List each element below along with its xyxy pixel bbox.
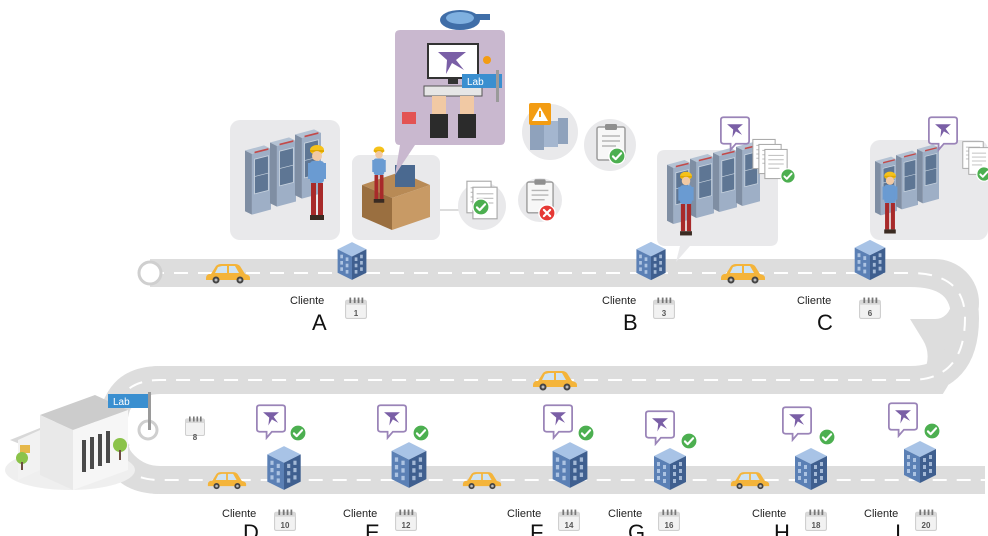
client-day: 6: [868, 309, 873, 318]
client-h-stop: Cliente H 18: [752, 406, 836, 536]
client-letter: H: [774, 520, 790, 536]
check-icon: [780, 168, 796, 184]
client-letter: I: [895, 520, 901, 536]
office-building-icon: [337, 242, 367, 280]
computer-lab-tag-label: Lab: [467, 77, 484, 88]
client-b-scene: [657, 116, 796, 262]
client-day: 12: [402, 521, 411, 530]
bird-logo-icon: [888, 402, 918, 437]
client-c-scene: [870, 116, 988, 240]
client-letter: C: [817, 310, 833, 335]
lab-tag-label: Lab: [113, 397, 130, 408]
client-letter: G: [628, 520, 645, 536]
client-letter: F: [530, 520, 543, 536]
client-b-stop: Cliente B 3: [602, 241, 675, 335]
check-icon: [608, 147, 626, 165]
office-building-icon: [552, 442, 588, 488]
client-c-stop: Cliente C 6: [797, 239, 886, 335]
bird-logo-icon: [377, 404, 407, 439]
client-day: 14: [565, 521, 574, 530]
road-start-marker: [137, 260, 163, 286]
bird-logo-icon: [256, 404, 286, 439]
globe-icon: [440, 10, 490, 30]
client-day: 16: [665, 521, 674, 530]
check-icon: [472, 198, 490, 216]
client-letter: B: [623, 310, 638, 335]
client-word: Cliente: [290, 295, 324, 307]
check-icon: [289, 424, 307, 442]
office-building-icon: [636, 241, 666, 281]
bird-logo-icon: [543, 404, 573, 439]
error-icon: [538, 204, 556, 222]
office-building-icon: [904, 441, 936, 483]
bird-logo-icon: [645, 410, 675, 445]
client-day: 1: [354, 309, 359, 318]
client-word: Cliente: [608, 508, 642, 520]
client-f-stop: Cliente F 14: [507, 404, 595, 536]
warning-icon: [529, 103, 551, 125]
office-building-icon: [391, 442, 427, 488]
client-d-stop: Cliente D 10: [222, 404, 307, 536]
client-word: Cliente: [864, 508, 898, 520]
client-day: 20: [922, 521, 931, 530]
check-icon: [577, 424, 595, 442]
check-icon: [923, 422, 941, 440]
client-a-stop: Cliente A 1: [290, 242, 367, 335]
client-word: Cliente: [752, 508, 786, 520]
client-word: Cliente: [602, 295, 636, 307]
client-day: 3: [662, 309, 667, 318]
check-icon: [976, 166, 988, 182]
client-word: Cliente: [222, 508, 256, 520]
office-building-icon: [795, 448, 827, 490]
client-a-scene: Lab: [230, 10, 636, 240]
client-word: Cliente: [797, 295, 831, 307]
client-letter: D: [243, 520, 259, 536]
check-icon: [680, 432, 698, 450]
road: [96, 259, 985, 494]
client-e-stop: Cliente E 12: [343, 404, 430, 536]
lab-tag: Lab: [108, 392, 151, 430]
office-building-icon: [854, 239, 886, 281]
bird-logo-icon: [782, 406, 812, 441]
office-building-icon: [267, 446, 301, 490]
client-letter: E: [365, 520, 380, 536]
lab-day: 8: [193, 433, 198, 442]
client-day: 18: [812, 521, 821, 530]
client-word: Cliente: [343, 508, 377, 520]
client-letter: A: [312, 310, 327, 335]
client-g-stop: Cliente G 16: [608, 410, 698, 536]
check-icon: [818, 428, 836, 446]
check-icon: [412, 424, 430, 442]
office-building-icon: [654, 448, 686, 490]
client-word: Cliente: [507, 508, 541, 520]
lab-building: [5, 395, 135, 490]
client-day: 10: [281, 521, 290, 530]
client-i-stop: Cliente I 20: [864, 402, 941, 536]
